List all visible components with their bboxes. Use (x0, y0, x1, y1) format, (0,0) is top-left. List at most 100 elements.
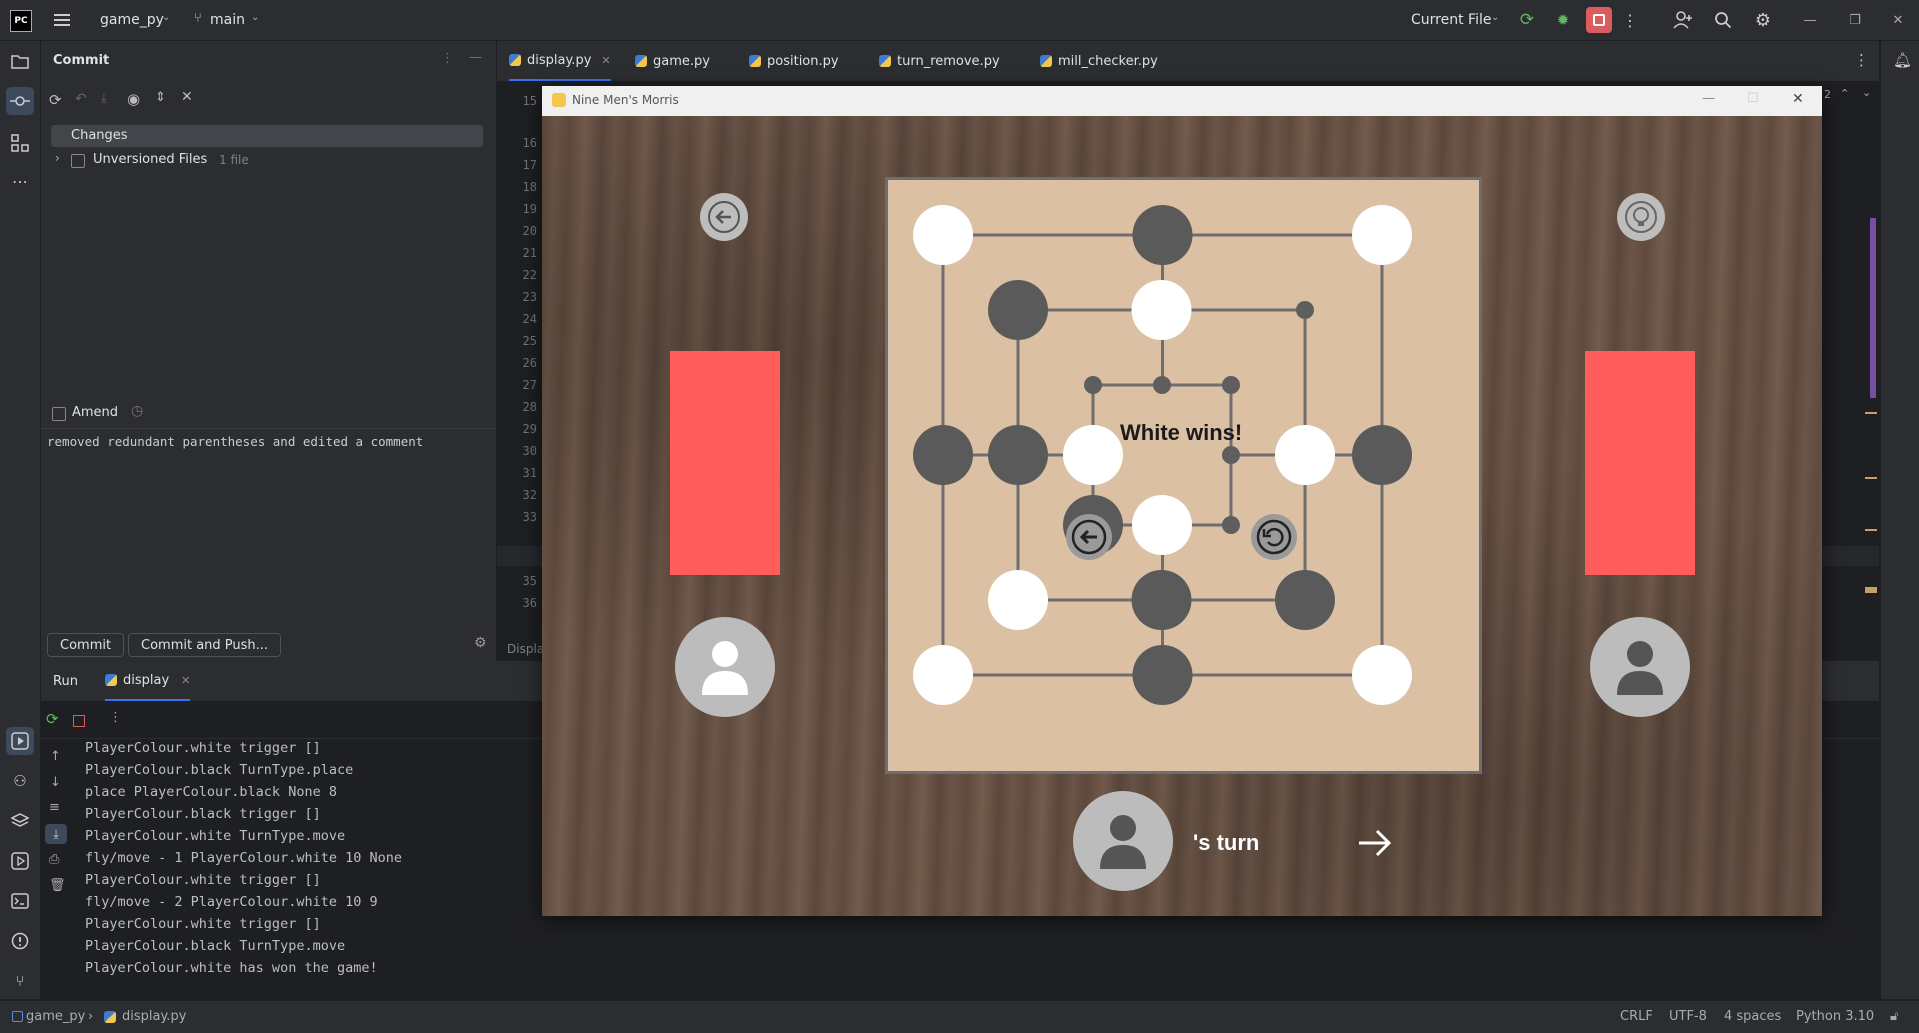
minimize-window-icon[interactable]: — (1702, 91, 1715, 106)
search-icon[interactable] (1713, 10, 1733, 30)
project-folder-icon[interactable] (6, 47, 34, 75)
hide-panel-icon[interactable]: — (469, 50, 482, 65)
black-piece[interactable] (1132, 645, 1193, 705)
refresh-icon[interactable]: ⟳ (49, 91, 62, 109)
empty-board-point[interactable] (1084, 376, 1102, 394)
restart-game-button[interactable] (1251, 514, 1297, 560)
tab-display-py[interactable]: display.py ✕ (509, 41, 611, 81)
empty-board-point[interactable] (1153, 376, 1171, 394)
indent-setting[interactable]: 4 spaces (1724, 1009, 1782, 1024)
more-tools-icon[interactable]: ⋯ (12, 171, 28, 191)
debug-icon[interactable]: ✹ (1556, 11, 1570, 29)
white-piece[interactable] (988, 570, 1048, 630)
python-packages-icon[interactable] (6, 807, 34, 835)
run-config-selector[interactable]: Current File (1411, 12, 1492, 28)
rerun-icon[interactable]: ⟳ (1519, 10, 1535, 30)
add-user-icon[interactable] (1672, 10, 1694, 30)
tab-mill-checker-py[interactable]: mill_checker.py (1040, 41, 1158, 81)
back-button[interactable] (700, 193, 748, 241)
file-encoding[interactable]: UTF-8 (1669, 1009, 1707, 1024)
undo-move-button[interactable] (1066, 514, 1112, 560)
more-vertical-icon[interactable]: ⋮ (441, 51, 454, 66)
close-tab-icon[interactable]: ✕ (181, 673, 191, 687)
close-window-icon[interactable]: ✕ (1792, 91, 1804, 107)
white-piece[interactable] (913, 645, 973, 705)
line-separator[interactable]: CRLF (1620, 1009, 1653, 1024)
white-piece[interactable] (1132, 495, 1192, 555)
black-piece[interactable] (988, 425, 1048, 485)
history-clock-icon[interactable]: ◷ (131, 403, 144, 419)
print-icon[interactable]: ⎙ (49, 852, 60, 867)
amend-checkbox[interactable] (52, 407, 66, 421)
branch-selector[interactable]: main (210, 12, 245, 28)
commit-options-gear-icon[interactable]: ⚙ (474, 635, 487, 651)
stop-run-icon[interactable] (73, 715, 85, 727)
clear-trash-icon[interactable]: 🗑 (49, 878, 66, 893)
black-piece[interactable] (988, 280, 1048, 340)
tab-turn-remove-py[interactable]: turn_remove.py (879, 41, 1000, 81)
more-vertical-icon[interactable]: ⋮ (1854, 51, 1869, 69)
more-vertical-icon[interactable]: ⋮ (109, 710, 122, 725)
white-piece[interactable] (1131, 280, 1192, 340)
main-menu-icon[interactable] (52, 10, 72, 30)
structure-icon[interactable] (6, 129, 34, 157)
project-selector[interactable]: game_py (100, 12, 164, 28)
close-tab-icon[interactable]: ✕ (601, 53, 611, 67)
scroll-up-icon[interactable]: ↑ (50, 749, 61, 764)
scroll-down-icon[interactable]: ↓ (50, 775, 61, 790)
maximize-window-icon[interactable]: ☐ (1747, 91, 1759, 106)
white-piece[interactable] (1275, 425, 1335, 485)
rollback-icon[interactable]: ↶ (75, 91, 87, 107)
pycharm-logo-icon[interactable]: PC (10, 10, 32, 32)
restore-window-icon[interactable]: ❐ (1849, 12, 1861, 28)
expand-all-icon[interactable]: ⇕ (155, 90, 166, 105)
commit-and-push-button[interactable]: Commit and Push... (128, 633, 282, 657)
python-interpreter[interactable]: Python 3.10 (1796, 1009, 1875, 1024)
shelve-icon[interactable]: ⤓ (101, 91, 107, 106)
collapse-all-icon[interactable]: ✕ (181, 89, 193, 105)
changes-list-header[interactable]: Changes (51, 125, 483, 147)
hint-button[interactable] (1617, 193, 1665, 241)
tab-position-py[interactable]: position.py (749, 41, 839, 81)
white-piece[interactable] (913, 205, 973, 265)
run-tool-icon[interactable] (6, 727, 34, 755)
show-diff-eye-icon[interactable]: ◉ (127, 90, 141, 108)
empty-board-point[interactable] (1296, 301, 1314, 319)
editor-breadcrumb[interactable]: Displa (507, 642, 545, 656)
status-file[interactable]: display.py (122, 1009, 187, 1024)
problems-icon[interactable] (6, 927, 34, 955)
white-piece[interactable] (1063, 425, 1123, 485)
commit-tool-icon[interactable] (6, 87, 34, 115)
empty-board-point[interactable] (1222, 446, 1240, 464)
minimize-window-icon[interactable]: — (1803, 12, 1817, 28)
commit-button[interactable]: Commit (47, 633, 125, 657)
next-turn-button[interactable] (1355, 825, 1395, 861)
tab-game-py[interactable]: game.py (635, 41, 710, 81)
git-icon[interactable]: ⑂ (15, 972, 25, 990)
run-tab-display[interactable]: display ✕ (105, 661, 191, 701)
settings-gear-icon[interactable]: ⚙ (1754, 9, 1772, 31)
close-window-icon[interactable]: ✕ (1892, 12, 1904, 28)
empty-board-point[interactable] (1222, 516, 1240, 534)
inspection-count[interactable]: 2 (1824, 88, 1831, 101)
empty-board-point[interactable] (1222, 376, 1240, 394)
soft-wrap-icon[interactable]: ≡ (49, 800, 60, 815)
rerun-icon[interactable]: ⟳ (46, 710, 59, 728)
more-vertical-icon[interactable]: ⋮ (1622, 10, 1638, 30)
lock-icon[interactable]: 🔓︎ (1890, 1009, 1899, 1024)
black-piece[interactable] (1131, 570, 1192, 630)
black-piece[interactable] (1275, 570, 1335, 630)
white-piece[interactable] (1352, 645, 1412, 705)
white-piece[interactable] (1352, 205, 1412, 265)
black-piece[interactable] (1132, 205, 1193, 265)
chevron-up-icon[interactable]: ⌃ (1840, 87, 1850, 100)
python-console-icon[interactable]: ⚇ (13, 772, 27, 790)
notifications-bell-icon[interactable]: 🔔︎ (1893, 51, 1913, 69)
scroll-to-end-icon[interactable]: ⤓ (45, 824, 67, 844)
chevron-right-icon[interactable]: › (55, 151, 60, 165)
terminal-icon[interactable] (6, 887, 34, 915)
commit-message-area[interactable]: removed redundant parentheses and edited… (41, 428, 496, 669)
stop-button[interactable] (1586, 7, 1612, 33)
services-icon[interactable] (6, 847, 34, 875)
unversioned-checkbox[interactable] (71, 154, 85, 168)
